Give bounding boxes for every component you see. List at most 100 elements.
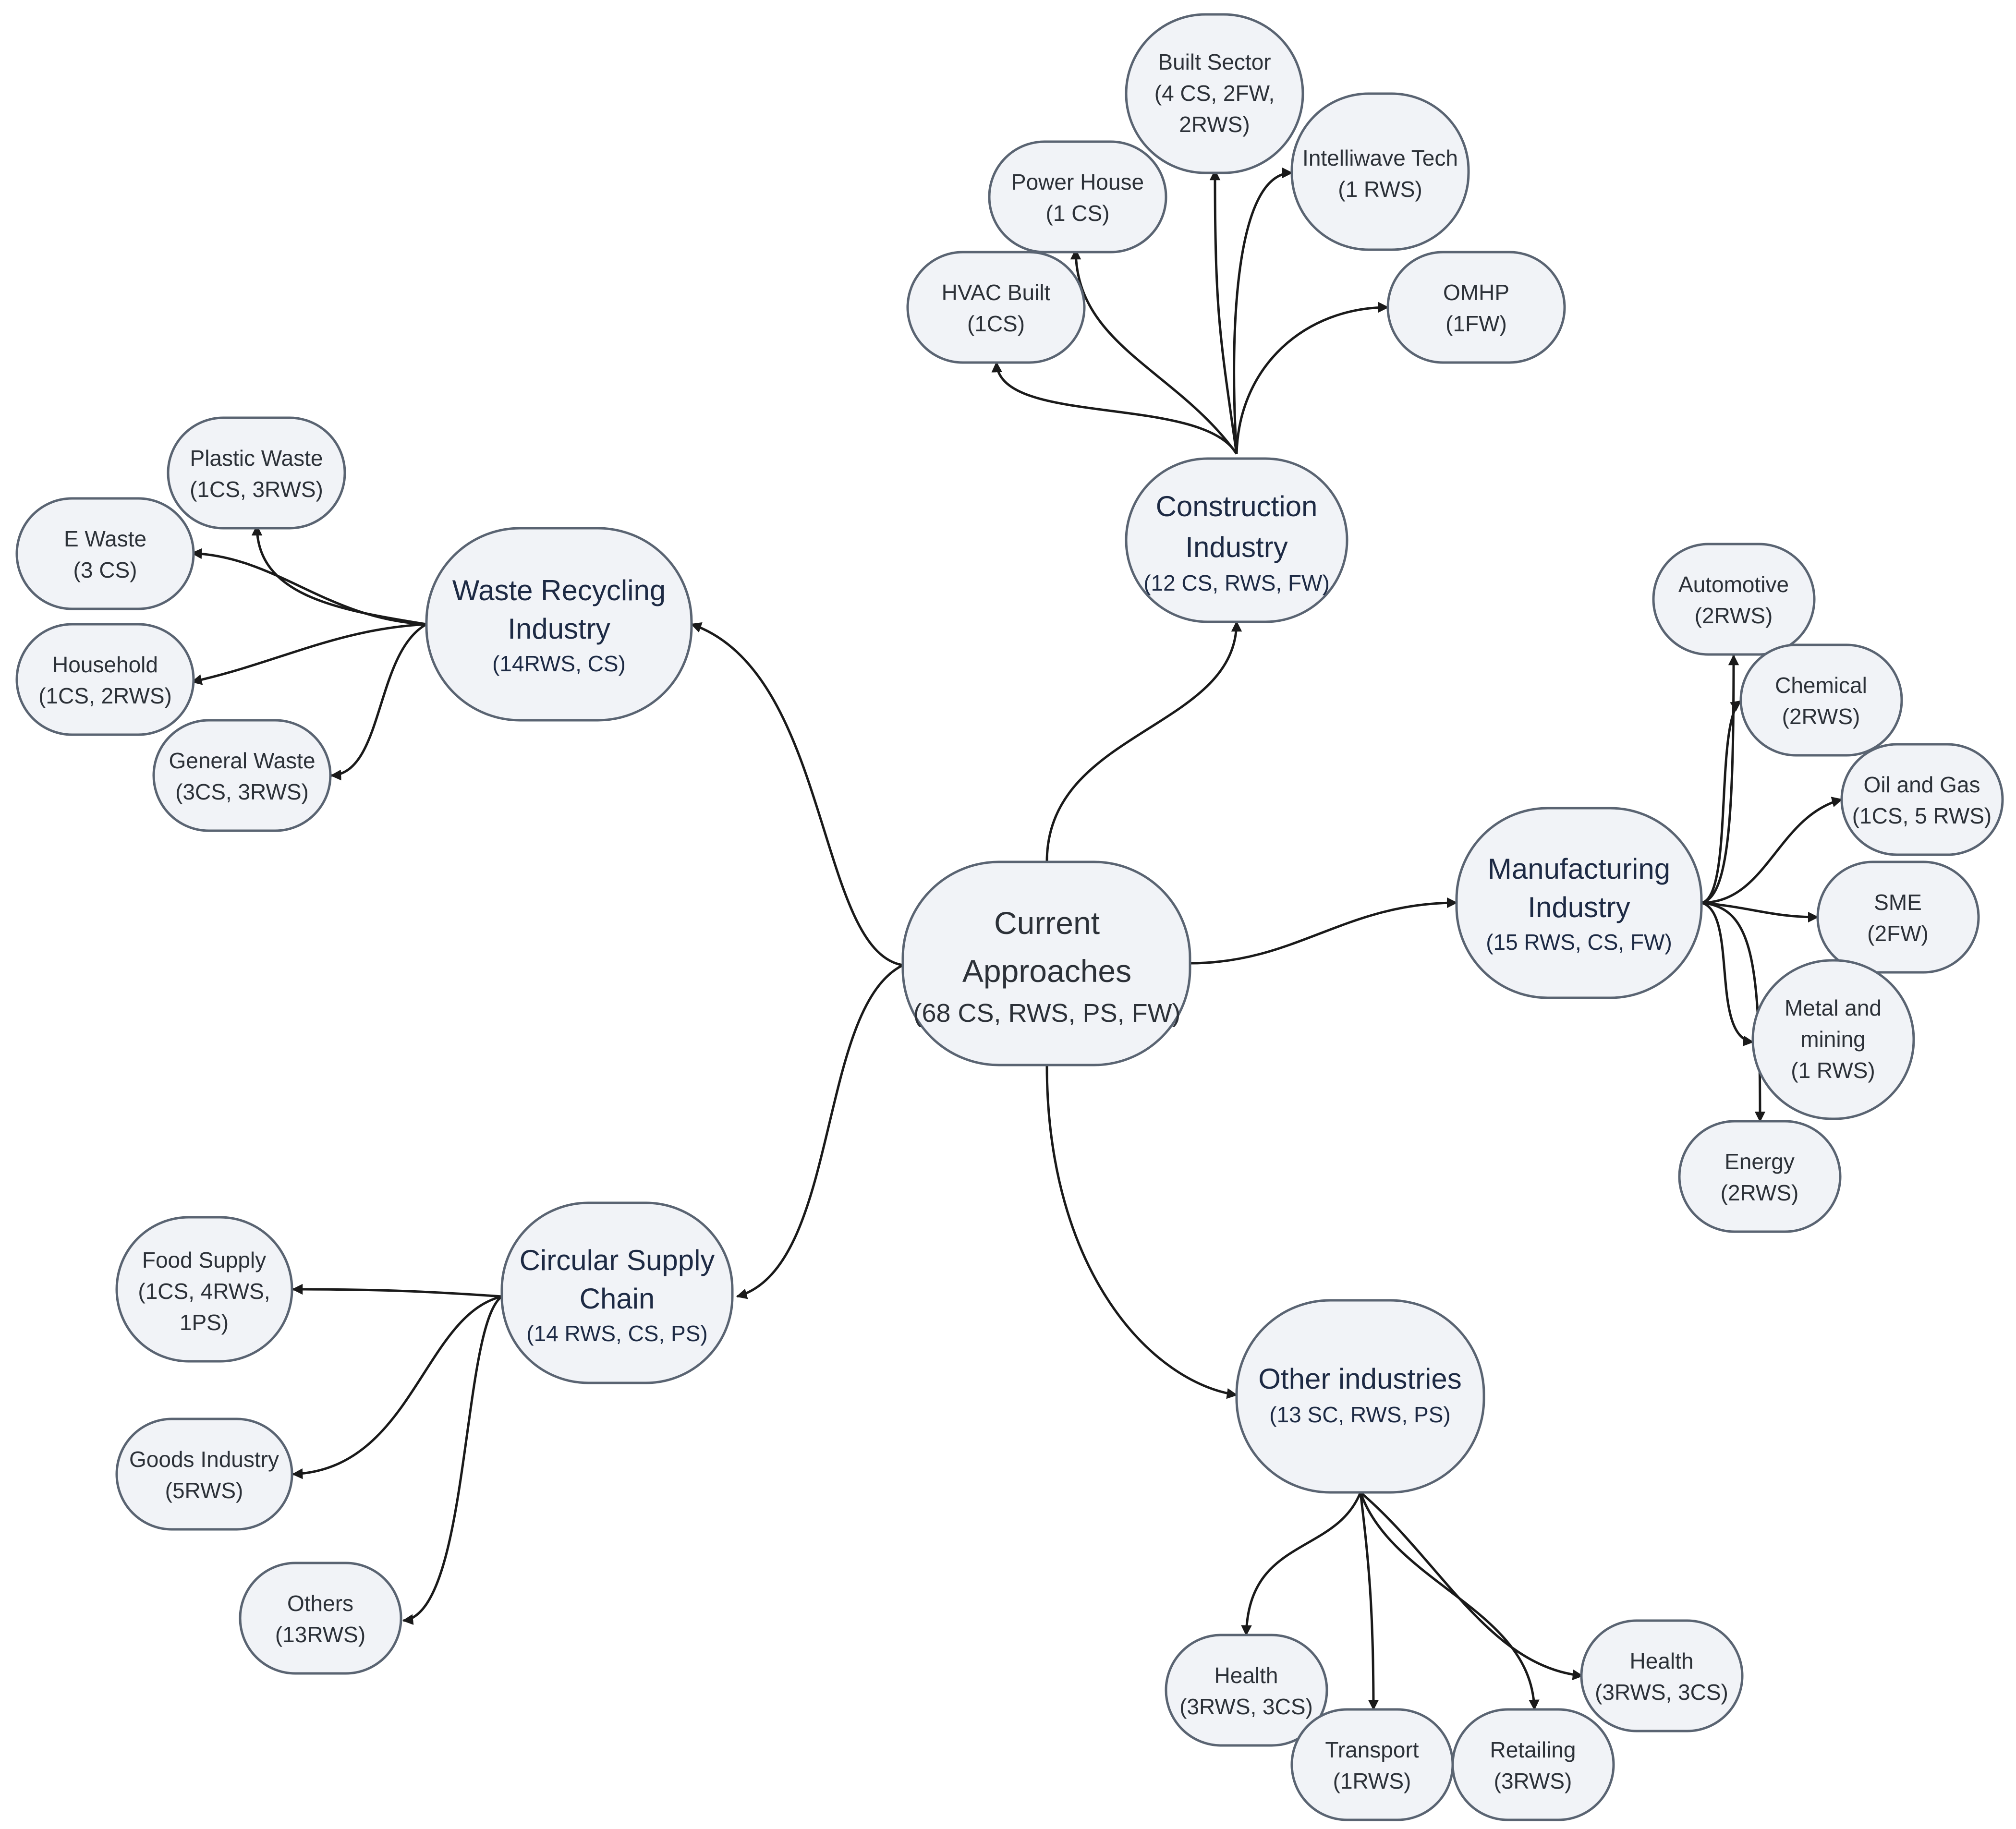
oil-gas-label: Oil and Gas: [1864, 772, 1980, 797]
waste-recycling-node: Waste Recycling Industry (14RWS, CS): [425, 527, 693, 722]
food-supply-detail-1: (1CS, 4RWS,: [138, 1279, 270, 1304]
metal-label-1: Metal and: [1785, 995, 1882, 1020]
automotive-detail: (2RWS): [1695, 603, 1773, 628]
built-sector-detail-2: 2RWS): [1179, 112, 1250, 137]
oil-gas-detail: (1CS, 5 RWS): [1852, 803, 1992, 828]
edge-construction-omhp: [1235, 302, 1389, 454]
edge-construction-built-sector: [1209, 169, 1238, 454]
edge-center-construction: [1045, 620, 1242, 862]
sme-label: SME: [1874, 890, 1922, 915]
plastic-waste-label: Plastic Waste: [190, 446, 323, 471]
center-subtitle: (68 CS, RWS, PS, FW): [913, 999, 1180, 1028]
metal-label-2: mining: [1800, 1027, 1866, 1052]
edge-manufacturing-chemical: [1701, 700, 1742, 904]
edge-center-supply: [736, 964, 904, 1299]
edge-waste-plastic: [251, 524, 427, 626]
edges: [191, 167, 1843, 1711]
edge-construction-power-house: [1070, 248, 1238, 455]
edge-center-other: [1045, 1065, 1238, 1399]
retailing-label: Retailing: [1490, 1737, 1576, 1762]
construction-industry-node: Construction Industry (12 CS, RWS, FW): [1125, 457, 1348, 623]
energy-detail: (2RWS): [1721, 1180, 1799, 1205]
leaf-health-left: Health (3RWS, 3CS): [1165, 1634, 1328, 1747]
leaf-household: Household (1CS, 2RWS): [15, 623, 195, 736]
edge-other-retailing: [1359, 1492, 1540, 1711]
leaf-general-waste: General Waste (3CS, 3RWS): [152, 719, 332, 832]
supply-title-line2: Chain: [580, 1283, 655, 1315]
edge-manufacturing-oil-gas: [1701, 797, 1843, 904]
sme-detail: (2FW): [1867, 921, 1929, 946]
leaf-sme: SME (2FW): [1816, 860, 1980, 974]
edge-manufacturing-sme: [1701, 901, 1819, 923]
manufacturing-industry-node: Manufacturing Industry (15 RWS, CS, FW): [1455, 807, 1703, 999]
leaf-power-house: Power House (1 CS): [988, 140, 1167, 254]
chemical-detail: (2RWS): [1782, 704, 1860, 729]
edge-other-transport: [1359, 1492, 1379, 1711]
power-house-label: Power House: [1011, 170, 1144, 194]
general-waste-detail: (3CS, 3RWS): [175, 779, 309, 804]
edge-waste-general: [330, 623, 427, 781]
omhp-detail: (1FW): [1445, 311, 1507, 336]
center-node: Current Approaches (68 CS, RWS, PS, FW): [901, 860, 1191, 1066]
e-waste-label: E Waste: [64, 526, 146, 551]
edge-other-health-left: [1241, 1492, 1362, 1636]
center-title-line1: Current: [994, 905, 1100, 941]
health-left-detail: (3RWS, 3CS): [1179, 1694, 1313, 1719]
general-waste-label: General Waste: [169, 748, 315, 773]
leaf-health-right: Health (3RWS, 3CS): [1580, 1619, 1744, 1732]
construction-title-line2: Industry: [1185, 531, 1287, 563]
waste-title-line2: Industry: [508, 613, 610, 645]
retailing-detail: (3RWS): [1494, 1768, 1572, 1793]
edge-supply-others: [402, 1295, 503, 1625]
leaf-oil-and-gas: Oil and Gas (1CS, 5 RWS): [1840, 743, 2004, 856]
food-supply-label: Food Supply: [142, 1248, 266, 1272]
leaf-food-supply: Food Supply (1CS, 4RWS, 1PS): [115, 1216, 293, 1363]
e-waste-detail: (3 CS): [73, 557, 137, 582]
leaf-intelliwave-tech: Intelliwave Tech (1 RWS): [1290, 92, 1470, 251]
other-subtitle: (13 SC, RWS, PS): [1269, 1402, 1450, 1427]
goods-industry-label: Goods Industry: [129, 1447, 279, 1472]
metal-detail: (1 RWS): [1791, 1058, 1875, 1083]
omhp-label: OMHP: [1443, 280, 1509, 305]
manufacturing-subtitle: (15 RWS, CS, FW): [1486, 930, 1672, 955]
health-right-label: Health: [1630, 1648, 1694, 1673]
leaf-hvac-built: HVAC Built (1CS): [906, 251, 1086, 364]
household-detail: (1CS, 2RWS): [38, 683, 172, 708]
food-supply-detail-2: 1PS): [180, 1310, 229, 1335]
edge-waste-ewaste: [191, 548, 427, 626]
construction-title-line1: Construction: [1156, 490, 1318, 522]
leaf-energy: Energy (2RWS): [1678, 1120, 1842, 1233]
transport-detail: (1RWS): [1333, 1768, 1411, 1793]
manufacturing-title-line1: Manufacturing: [1488, 853, 1670, 885]
edge-center-waste: [690, 622, 903, 967]
leaf-metal-and-mining: Metal and mining (1 RWS): [1751, 959, 1915, 1120]
edge-other-health-right: [1360, 1491, 1584, 1681]
leaf-goods-industry: Goods Industry (5RWS): [115, 1417, 293, 1531]
leaf-plastic-waste: Plastic Waste (1CS, 3RWS): [167, 416, 346, 530]
others-detail: (13RWS): [275, 1622, 365, 1647]
health-right-detail: (3RWS, 3CS): [1595, 1680, 1728, 1705]
leaf-automotive: Automotive (2RWS): [1652, 543, 1816, 656]
edge-manufacturing-metal: [1701, 901, 1754, 1046]
other-industries-node: Other industries (13 SC, RWS, PS): [1235, 1299, 1485, 1494]
waste-title-line1: Waste Recycling: [452, 574, 666, 606]
edge-supply-goods: [291, 1295, 502, 1479]
hvac-label: HVAC Built: [942, 280, 1051, 305]
energy-label: Energy: [1725, 1149, 1795, 1174]
center-title-line2: Approaches: [962, 953, 1131, 989]
intelliwave-label: Intelliwave Tech: [1302, 145, 1458, 170]
edge-center-manufacturing: [1190, 897, 1458, 965]
waste-subtitle: (14RWS, CS): [492, 651, 626, 676]
leaf-transport: Transport (1RWS): [1290, 1708, 1454, 1821]
circular-supply-chain-node: Circular Supply Chain (14 RWS, CS, PS): [500, 1201, 734, 1384]
edge-construction-hvac: [991, 361, 1238, 455]
leaf-omhp: OMHP (1FW): [1386, 251, 1566, 364]
other-title: Other industries: [1258, 1363, 1462, 1395]
goods-industry-detail: (5RWS): [165, 1478, 243, 1503]
built-sector-detail-1: (4 CS, 2FW,: [1154, 81, 1275, 106]
intelliwave-detail: (1 RWS): [1338, 177, 1422, 202]
edge-waste-household: [191, 623, 427, 685]
others-label: Others: [287, 1591, 353, 1616]
manufacturing-title-line2: Industry: [1528, 891, 1630, 923]
